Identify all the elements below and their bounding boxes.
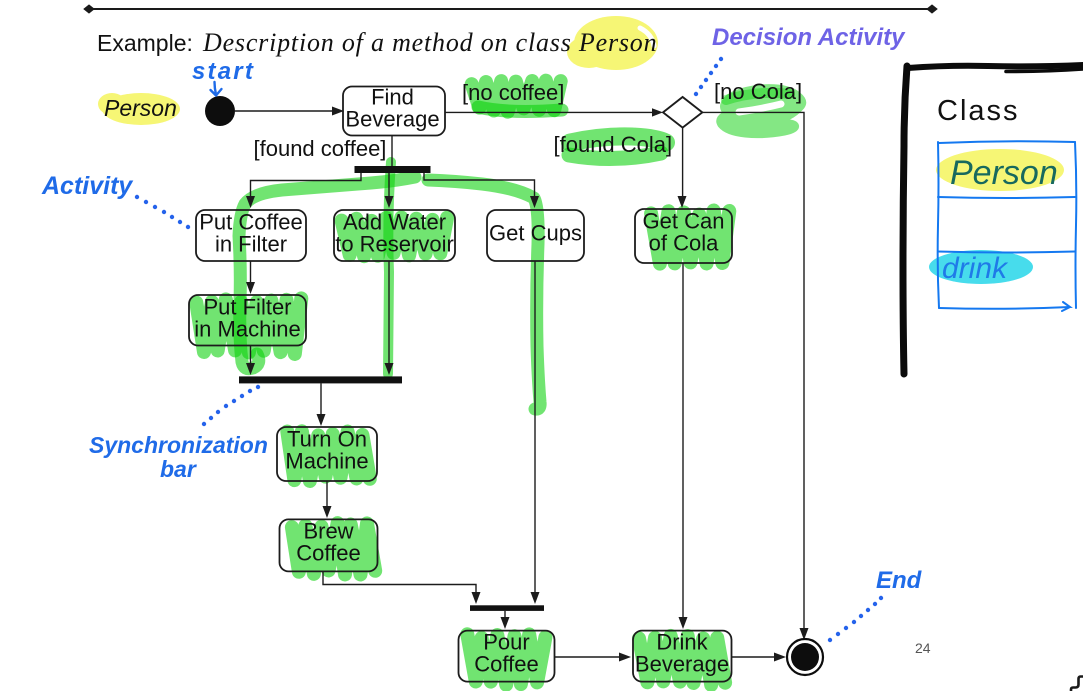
svg-text:Person: Person: [950, 154, 1058, 192]
svg-text:Beverage: Beverage: [635, 652, 729, 677]
svg-text:Activity: Activity: [41, 172, 133, 200]
svg-text:to Reservoir: to Reservoir: [335, 232, 454, 257]
svg-text:Synchronization: Synchronization: [89, 432, 268, 458]
svg-text:Beverage: Beverage: [345, 107, 439, 132]
svg-text:[found Cola]: [found Cola]: [554, 132, 673, 157]
svg-text:Put Coffee: Put Coffee: [199, 210, 303, 235]
svg-text:[no coffee]: [no coffee]: [462, 80, 564, 105]
svg-text:in Machine: in Machine: [194, 317, 300, 342]
svg-text:in Filter: in Filter: [215, 232, 287, 257]
svg-text:Example:: Example:: [97, 30, 193, 56]
svg-text:Get Can: Get Can: [643, 209, 725, 234]
svg-text:[no Cola]: [no Cola]: [714, 79, 802, 104]
svg-text:Coffee: Coffee: [296, 541, 360, 566]
svg-text:Coffee: Coffee: [474, 652, 538, 677]
svg-text:drink: drink: [942, 252, 1009, 285]
svg-text:End: End: [876, 567, 923, 594]
svg-text:Find: Find: [371, 85, 414, 110]
svg-text:Drink: Drink: [656, 630, 708, 655]
svg-text:Description of a method on cla: Description of a method on class Person: [202, 28, 657, 57]
svg-text:Pour: Pour: [483, 630, 529, 655]
svg-text:Turn On: Turn On: [287, 427, 367, 452]
svg-text:Add Water: Add Water: [343, 210, 446, 235]
svg-text:start: start: [192, 58, 255, 85]
svg-text:Brew: Brew: [303, 519, 353, 544]
svg-text:bar: bar: [160, 456, 197, 482]
svg-text:Put Filter: Put Filter: [203, 295, 291, 320]
svg-text:of Cola: of Cola: [649, 231, 719, 256]
svg-text:[found coffee]: [found coffee]: [254, 136, 387, 161]
svg-text:Class: Class: [937, 95, 1020, 127]
svg-text:Machine: Machine: [285, 449, 368, 474]
svg-text:Person: Person: [104, 95, 177, 121]
svg-text:Get Cups: Get Cups: [489, 221, 582, 246]
svg-text:Decision Activity: Decision Activity: [712, 24, 906, 51]
svg-text:24: 24: [915, 640, 931, 656]
